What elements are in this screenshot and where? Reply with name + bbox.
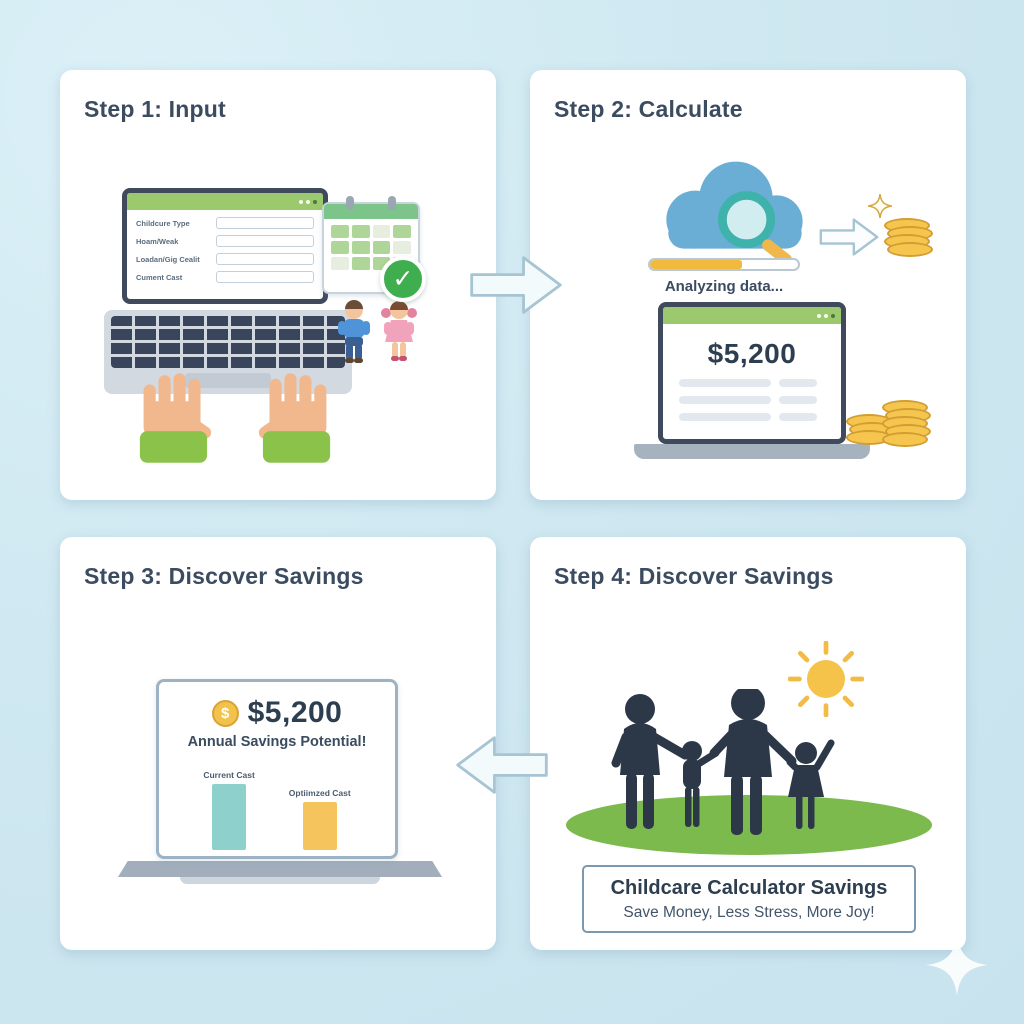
laptop-base-lip — [180, 877, 380, 884]
analyzing-status: Analyzing data... — [664, 278, 784, 295]
child-girl-illustration — [381, 301, 417, 361]
banner-title: Childcare Calculator Savings — [610, 876, 888, 899]
panel-step2: Step 2: Calculate Analyzing data... $5,2… — [530, 70, 966, 500]
keyboard-illustration — [104, 310, 352, 394]
cloud-search-icon — [666, 161, 803, 266]
step1-title: Step 1: Input — [84, 96, 226, 122]
savings-screen-illustration: $ $5,200 Annual Savings Potential! Curre… — [156, 679, 398, 859]
field-label: Childcure Type — [136, 218, 190, 228]
bar-label: Current Cast — [203, 770, 255, 780]
calendar-ring — [388, 196, 396, 210]
step2-title: Step 2: Calculate — [554, 96, 743, 122]
banner-subtitle: Save Money, Less Stress, More Joy! — [623, 903, 875, 921]
calendar-header — [324, 204, 418, 219]
laptop-base — [634, 444, 870, 459]
field-label: Loadan/Gig Cealit — [136, 254, 200, 264]
family-silhouette-illustration — [611, 689, 835, 835]
magnifier-icon — [718, 191, 776, 249]
text-field-illustration — [216, 271, 314, 283]
field-label: Cument Cast — [136, 272, 183, 282]
window-dot-icon — [306, 199, 310, 204]
browser-bar — [663, 307, 841, 324]
form-row: Loadan/Gig Cealit — [136, 253, 314, 265]
typing-hand-right — [258, 373, 331, 463]
child-boy-illustration — [338, 300, 370, 363]
laptop-screen-illustration: Childcure Type Hoam/Weak Loadan/Gig Ceal… — [122, 188, 328, 304]
result-amount: $5,200 — [707, 338, 797, 369]
savings-banner: Childcare Calculator Savings Save Money,… — [582, 865, 916, 933]
result-laptop-illustration: $5,200 — [658, 302, 846, 444]
panel-step4: Step 4: Discover Savings — [530, 537, 966, 950]
arrow-right-icon — [819, 218, 879, 256]
keyboard-keys — [111, 316, 345, 368]
window-dot-icon — [299, 199, 303, 204]
savings-subtitle: Annual Savings Potential! — [187, 734, 367, 750]
checkmark-icon: ✓ — [380, 256, 426, 302]
dollar-coin-icon: $ — [211, 699, 239, 727]
calendar-ring — [346, 196, 354, 210]
browser-bar — [127, 193, 323, 210]
bar-label: Optiimzed Cast — [288, 788, 351, 798]
text-field-illustration — [216, 235, 314, 247]
panel-step3: Step 3: Discover Savings $ $5,200 Annual… — [60, 537, 496, 950]
calendar-grid — [324, 219, 418, 276]
typing-hand-left — [139, 373, 212, 463]
flow-arrow-left-icon — [456, 736, 548, 794]
step4-title: Step 4: Discover Savings — [554, 563, 834, 589]
flow-arrow-right-icon — [470, 256, 562, 314]
sparkle-icon — [868, 194, 892, 218]
progress-fill — [650, 260, 742, 269]
cost-comparison-chart: Current Cast Optiimzed Cast — [159, 758, 395, 850]
form-row: Hoam/Weak — [136, 235, 314, 247]
form-row: Childcure Type — [136, 217, 314, 229]
chart-column: Current Cast — [203, 770, 255, 850]
panel-step1: Step 1: Input Childcure Type Hoam/Weak L… — [60, 70, 496, 500]
coin-stack — [884, 218, 933, 257]
savings-amount: $5,200 — [247, 696, 343, 729]
field-label: Hoam/Weak — [136, 236, 179, 246]
coin-stack — [882, 400, 931, 447]
sparkle-icon — [926, 934, 988, 996]
text-field-illustration — [216, 217, 314, 229]
chart-column: Optiimzed Cast — [289, 788, 351, 850]
current-cost-bar — [212, 784, 247, 850]
optimized-cost-bar — [302, 802, 337, 850]
progress-bar — [648, 258, 800, 271]
input-form-illustration: Childcure Type Hoam/Weak Loadan/Gig Ceal… — [127, 210, 323, 283]
text-field-illustration — [216, 253, 314, 265]
trackpad — [185, 373, 271, 388]
form-row: Cument Cast — [136, 271, 314, 283]
laptop-base — [118, 861, 442, 877]
savings-amount-row: $ $5,200 — [159, 696, 395, 730]
sun-icon — [788, 641, 864, 717]
window-dot-icon — [313, 199, 317, 204]
step3-title: Step 3: Discover Savings — [84, 563, 364, 589]
